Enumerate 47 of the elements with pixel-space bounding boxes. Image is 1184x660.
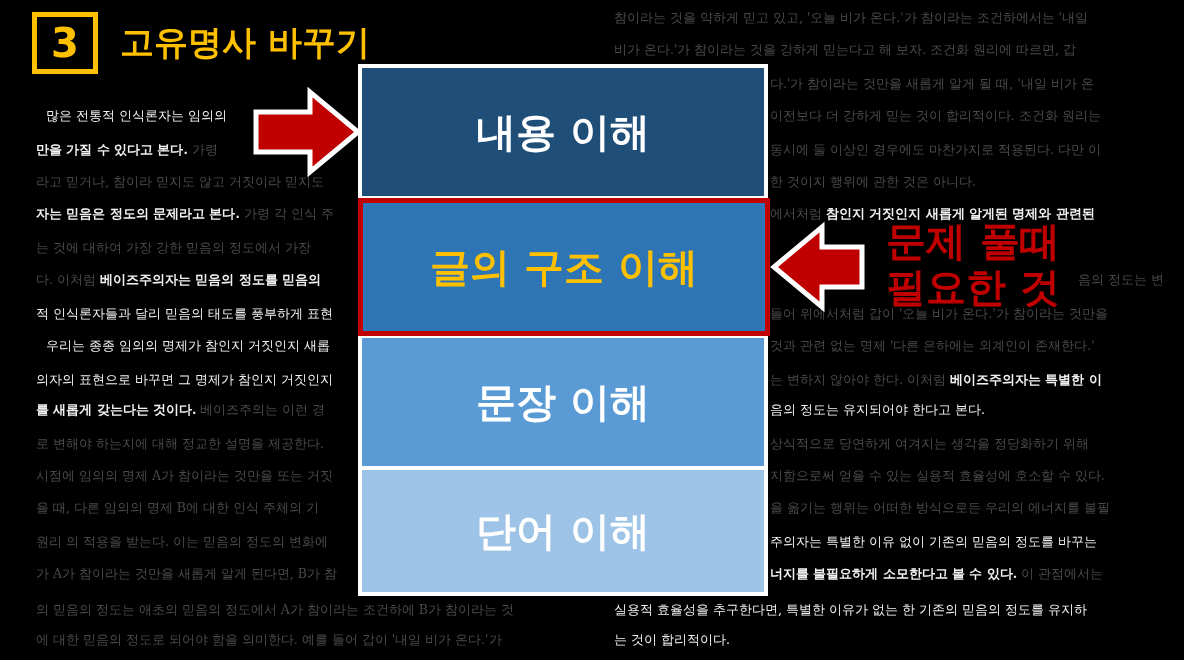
tier-label: 글의 구조 이해 xyxy=(430,242,698,292)
pyramid-tier-box xyxy=(358,198,770,336)
paragraph-line: 참이라는 것을 약하게 믿고 있고, '오늘 비가 온다.'가 참이라는 조건하에서는 '내일 xyxy=(614,9,1088,27)
paragraph-line: 라고 믿거나, 참이라 믿지도 않고 거짓이라 믿지도 xyxy=(36,173,324,191)
tier-label: 내용 이해 xyxy=(476,107,650,157)
pyramid-tier-box xyxy=(362,338,764,466)
paragraph-line: 것과 관련 없는 명제 '다른 은하에는 외계인이 존재한다.' xyxy=(770,337,1095,355)
paragraph-line: 에 대한 믿음의 정도로 되어야 함을 의미한다. 예를 들어 갑이 '내일 비가 온다.'가 xyxy=(36,631,502,649)
tier-label: 문장 이해 xyxy=(476,377,650,427)
paragraph-line: 주의자는 특별한 이유 없이 기존의 믿음의 정도를 바꾸는 xyxy=(770,533,1097,551)
pyramid-tier-box xyxy=(362,470,764,592)
paragraph-line: 가 A가 참이라는 것만을 새롭게 알게 된다면, B가 참 xyxy=(36,565,337,583)
paragraph-line: 의 믿음의 정도는 애초의 믿음의 정도에서 A가 참이라는 조건하에 B가 참이라는 것 xyxy=(36,601,514,619)
paragraph-line: 는 것에 대하여 가장 강한 믿음의 정도에서 가장 xyxy=(36,239,311,257)
paragraph-line: 시점에 임의의 명제 A가 참이라는 것만을 또는 거짓 xyxy=(36,467,333,485)
paragraph-line: 많은 전통적 인식론자는 임의의 xyxy=(46,107,227,125)
title: 고유명사 바꾸기 xyxy=(120,21,370,64)
paragraph-line: 다.'가 참이라는 것만을 새롭게 알게 될 때, '내일 비가 온 xyxy=(770,75,1094,93)
paragraph-line: 는 변하지 않아야 한다. 이처럼 베이즈주의자는 특별한 이 xyxy=(770,371,1102,389)
paragraph-line: 우리는 종종 임의의 명제가 참인지 거짓인지 새롭 xyxy=(46,337,330,355)
paragraph-line: 을 때, 다른 임의의 명제 B에 대한 인식 주체의 기 xyxy=(36,499,319,517)
paragraph-line: 지함으로써 얻을 수 있는 실용적 효율성에 호소할 수 있다. xyxy=(770,467,1105,485)
tier-label: 단어 이해 xyxy=(476,506,650,556)
paragraph-line: 동시에 둘 이상인 경우에도 마찬가지로 적용된다. 다만 이 xyxy=(770,141,1101,159)
paragraph-line: 비가 온다.'가 참이라는 것을 강하게 믿는다고 해 보자. 조건화 원리에 따르면, 갑 xyxy=(614,41,1077,59)
paragraph-line: 적 인식론자들과 달리 믿음의 태도를 풍부하게 표현 xyxy=(36,305,333,323)
paragraph-line: 들어 위에서처럼 갑이 '오늘 비가 온다.'가 참이라는 것만을 xyxy=(770,306,1108,323)
paragraph-line: 다. 이처럼 베이즈주의자는 믿음의 정도를 믿음의 xyxy=(36,271,321,289)
number-badge: 3 xyxy=(32,12,98,74)
paragraph-line: 을 옮기는 행위는 어떠한 방식으로든 우리의 에너지를 불필 xyxy=(770,499,1110,517)
paragraph-line: 음의 정도는 변 xyxy=(1078,271,1164,289)
block-arrow xyxy=(770,221,865,313)
paragraph-line: 자는 믿음은 정도의 문제라고 본다. 가령 각 인식 주 xyxy=(36,205,334,223)
paragraph-line: 만을 가질 수 있다고 본다. 가령 xyxy=(36,141,218,159)
paragraph-line: 이전보다 더 강하게 믿는 것이 합리적이다. 조건화 원리는 xyxy=(770,107,1101,125)
paragraph-line: 너지를 불필요하게 소모한다고 볼 수 있다. 이 관점에서는 xyxy=(770,565,1104,583)
paragraph-line: 를 새롭게 갖는다는 것이다. 베이즈주의는 이런 경 xyxy=(36,401,326,419)
paragraph-line: 의자의 표현으로 바꾸면 그 명제가 참인지 거짓인지 xyxy=(36,371,333,389)
paragraph-line: 는 것이 합리적이다. xyxy=(614,631,730,649)
paragraph-line: 원리 의 적용을 받는다. 이는 믿음의 정도의 변화에 xyxy=(36,533,328,551)
paragraph-line: 에서처럼 참인지 거짓인지 새롭게 알게된 명제와 관련된 xyxy=(770,205,1095,223)
pyramid-tier-box xyxy=(362,68,764,196)
paragraph-line: 실용적 효율성을 추구한다면, 특별한 이유가 없는 한 기존의 믿음의 정도를 유지하 xyxy=(614,601,1087,619)
paragraph-line: 상식적으로 당연하게 여겨지는 생각을 정당화하기 위해 xyxy=(770,435,1089,453)
paragraph-line: 로 변해야 하는지에 대해 정교한 설명을 제공한다. xyxy=(36,435,324,453)
paragraph-line: 음의 정도는 유지되어야 한다고 본다. xyxy=(770,401,985,419)
paragraph-line: 한 것이지 행위에 관한 것은 아니다. xyxy=(770,173,976,191)
